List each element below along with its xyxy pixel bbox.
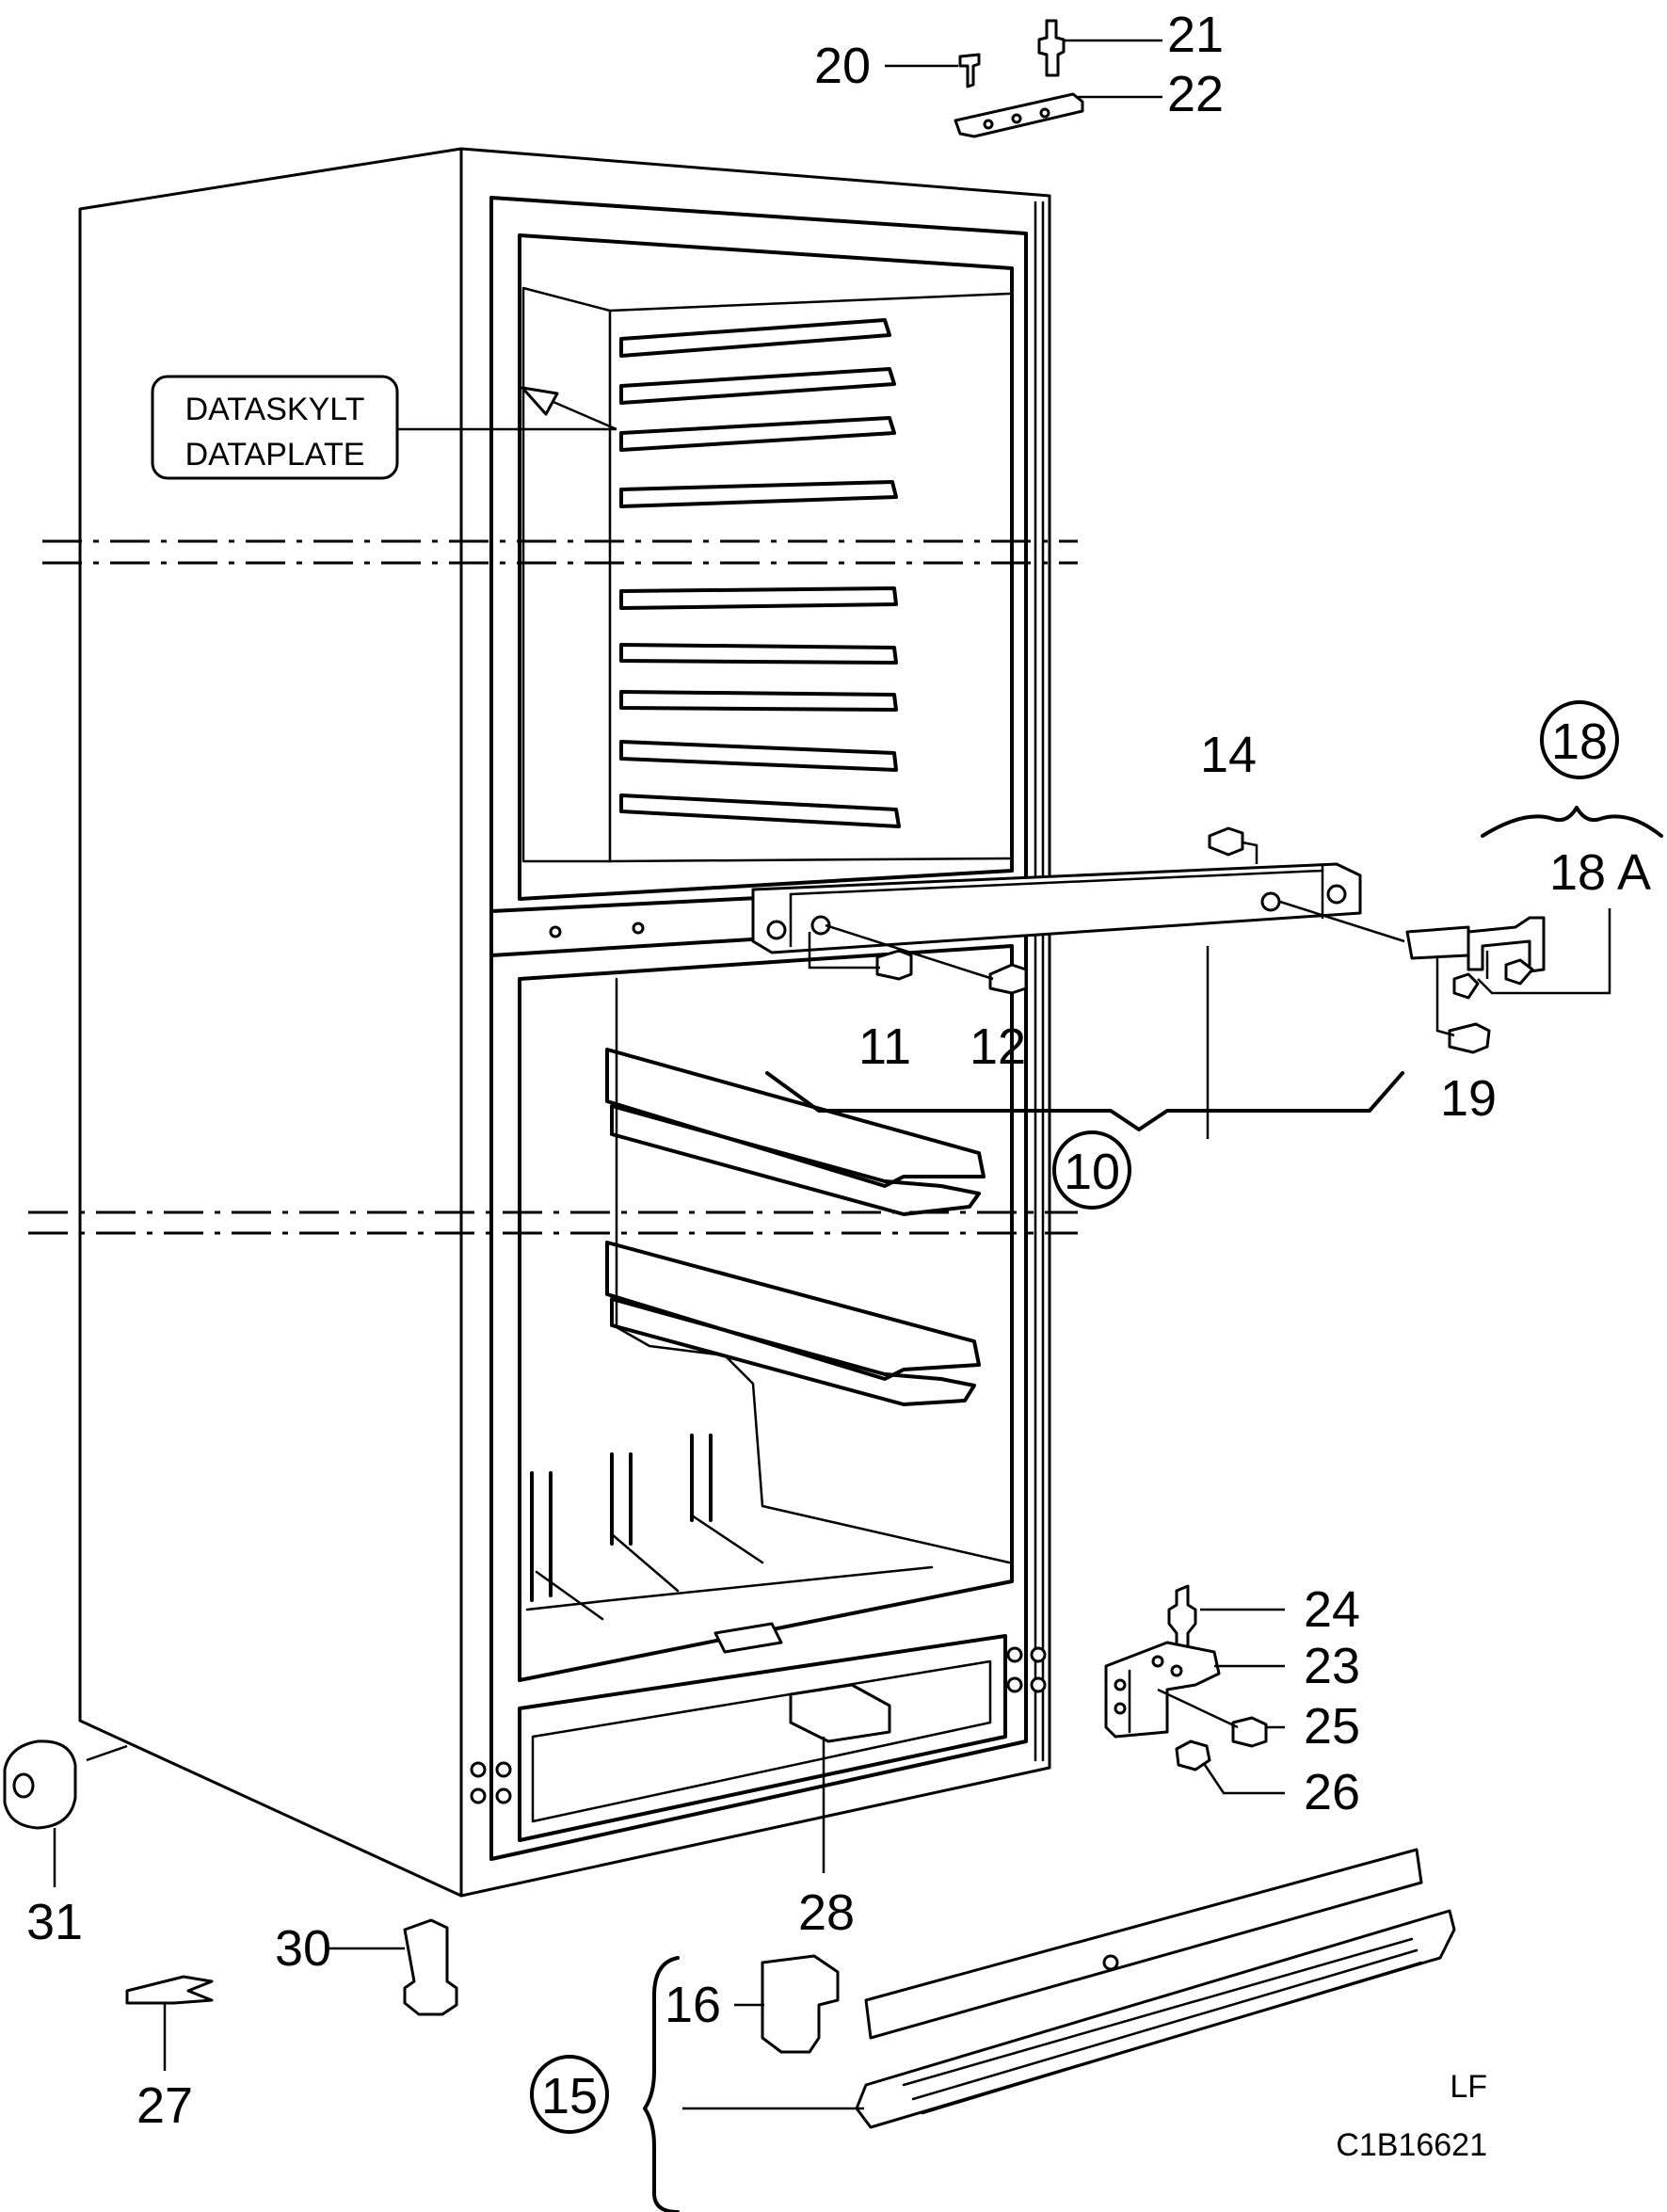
label-31: 31 [26, 1894, 83, 1950]
top-hinge-parts [885, 19, 1162, 138]
screw-14 [1208, 826, 1244, 857]
label-14: 14 [1200, 727, 1257, 783]
section-break-lines [28, 539, 1078, 1235]
cross-rail [751, 862, 1362, 954]
bracket-28 [789, 1683, 891, 1743]
label-11: 11 [858, 1018, 911, 1075]
part-number-labels: 20 21 22 14 18 18 A 11 12 19 10 24 23 25… [26, 7, 1651, 2163]
label-12: 12 [970, 1018, 1026, 1075]
foot-31 [3, 1739, 77, 1830]
stud-21 [1037, 19, 1066, 77]
data-plate-line2: DATAPLATE [185, 437, 365, 473]
circle-10 [1052, 1130, 1131, 1210]
label-19: 19 [1440, 1070, 1497, 1127]
label-15: 15 [541, 2068, 598, 2124]
label-20: 20 [814, 38, 871, 94]
data-plate-box [151, 375, 399, 480]
cross-rail-assembly [751, 826, 1405, 1139]
screw-25 [1231, 1716, 1268, 1748]
hinge-18a-assembly [1405, 700, 1663, 1054]
pin-24 [1167, 1584, 1197, 1651]
hinge-23 [1104, 1641, 1221, 1739]
data-plate-line1: DATASKYLT [185, 392, 365, 427]
hinge-18a [1405, 925, 1470, 960]
label-28: 28 [798, 1884, 855, 1941]
label-24: 24 [1304, 1581, 1360, 1638]
label-27: 27 [136, 2077, 193, 2134]
clip-16 [761, 1954, 840, 2054]
freezer-shelf-ridges [619, 318, 901, 828]
lower-hinge-parts [1104, 1584, 1285, 1795]
screw-20 [958, 53, 981, 88]
label-30: 30 [275, 1920, 331, 1977]
label-22: 22 [1167, 66, 1224, 122]
data-plate-callout: DATASKYLT DATAPLATE [151, 375, 617, 480]
clip-27 [125, 1975, 214, 2005]
shelf-back-plate [864, 1848, 1423, 2040]
label-21: 21 [1167, 7, 1224, 63]
label-25: 25 [1304, 1698, 1360, 1755]
footer-code-lf: LF [1450, 2069, 1487, 2105]
base-parts [3, 1683, 891, 2071]
circle-18 [1540, 700, 1619, 779]
screw-12 [988, 963, 1028, 995]
footer-code-number: C1B16621 [1336, 2127, 1487, 2163]
circle-15 [530, 2055, 609, 2134]
label-26: 26 [1304, 1764, 1360, 1820]
label-16: 16 [665, 1977, 721, 2033]
label-23: 23 [1304, 1638, 1360, 1694]
label-10: 10 [1064, 1144, 1120, 1200]
label-18: 18 [1551, 713, 1608, 770]
screw-19 [1448, 1022, 1491, 1054]
label-18a: 18 A [1549, 844, 1651, 901]
bolt-30 [403, 1918, 458, 2016]
clip-18a [1452, 972, 1480, 1000]
fridge-cabinet [78, 147, 1051, 1898]
nut-26 [1175, 1739, 1211, 1771]
door-shelf-assembly [530, 1848, 1456, 2212]
screw-11 [875, 949, 913, 981]
fridge-shelf-supports [525, 1048, 986, 1654]
